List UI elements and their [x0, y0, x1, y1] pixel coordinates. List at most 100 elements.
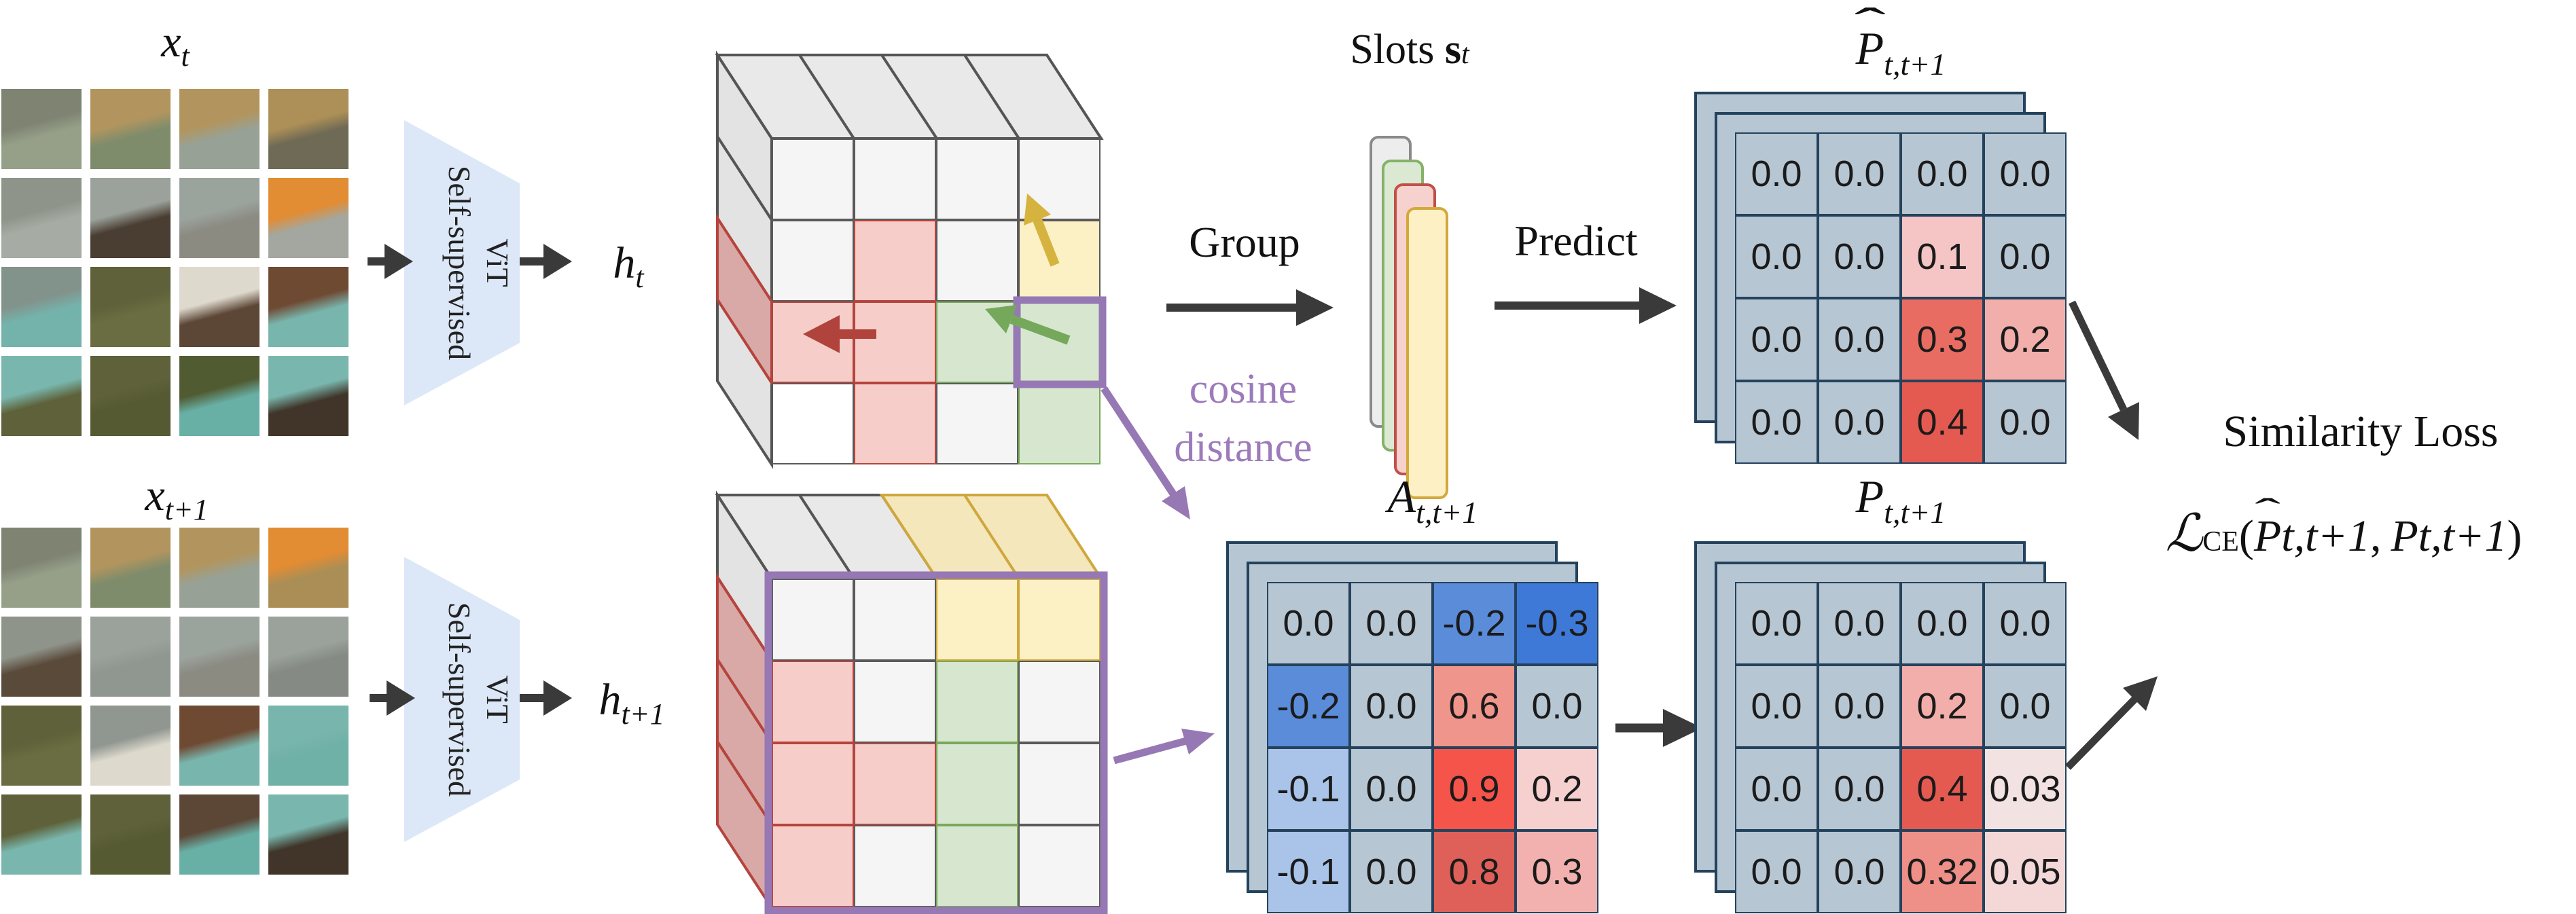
matrix-cell: 0.2 — [1901, 665, 1984, 748]
cube-patch-cell — [936, 825, 1018, 907]
cube-patch-cell — [936, 383, 1018, 464]
matrix-cell: 0.0 — [1818, 381, 1901, 464]
phat-to-loss-arrow — [2069, 300, 2139, 440]
photo-patch — [90, 178, 171, 258]
cube-patch-cell — [936, 661, 1018, 743]
matrix-cell: 0.0 — [1735, 665, 1818, 748]
photo-patch — [268, 706, 348, 786]
photo-patch — [90, 706, 171, 786]
matrix-cell: 0.03 — [1984, 748, 2067, 830]
cube-patch-cell — [772, 825, 854, 907]
matrix-cell: 0.0 — [1735, 830, 1818, 913]
formula-p-hat: P — [2253, 511, 2282, 561]
matrix-cell: 0.0 — [1350, 830, 1433, 913]
image-to-vit-arrow-t1 — [370, 680, 415, 716]
matrix-cell: 0.4 — [1901, 748, 1984, 830]
photo-patch — [1, 528, 82, 608]
hat-accent: ˆ — [2255, 491, 2280, 532]
matrix-cell: 0.0 — [1516, 665, 1598, 748]
slots-s-symbol: s — [1444, 26, 1462, 73]
cube-patch-cell — [772, 301, 854, 383]
photo-patch — [179, 356, 260, 436]
cube-patch-cell — [854, 139, 936, 220]
matrix-cell: 0.0 — [1735, 215, 1818, 298]
cube-t1-to-a-arrow — [1113, 729, 1215, 765]
photo-patch — [90, 794, 171, 875]
a-subscript: t,t+1 — [1416, 495, 1478, 530]
vit-label-line1-t: Self-supervised — [442, 166, 477, 360]
loss-ce-subscript: CE — [2202, 526, 2239, 557]
slot-yellow — [1406, 207, 1448, 499]
photo-patch — [1, 356, 82, 436]
cube-patch-cell — [854, 825, 936, 907]
vit-to-h-arrow-t1 — [520, 680, 572, 716]
cube-patch-cell — [1018, 743, 1101, 825]
formula-p-sub: t,t+1 — [2418, 511, 2507, 561]
cube-patch-cell — [936, 579, 1018, 661]
photo-patch — [268, 89, 348, 169]
matrix-cell: 0.0 — [1350, 582, 1433, 665]
cube-patch-cell — [772, 661, 854, 743]
matrix-cell: 0.0 — [1735, 298, 1818, 381]
cube-patch-cell — [1018, 220, 1101, 301]
matrix-cell: 0.05 — [1984, 830, 2067, 913]
matrix-cell: 0.8 — [1433, 830, 1516, 913]
red-motion-arrow — [803, 315, 876, 353]
photo-patch — [90, 617, 171, 697]
flow-arrows — [368, 244, 2158, 770]
cosine-distance-label: cosine distance — [1128, 360, 1359, 477]
feature-cube-t1 — [772, 579, 1101, 907]
p-hat-subscript: t,t+1 — [1884, 47, 1946, 81]
h-symbol: h — [598, 675, 622, 725]
photo-patch — [1, 267, 82, 347]
matrix-cell: 0.0 — [1735, 381, 1818, 464]
photo-patch — [90, 528, 171, 608]
x-subscript: t+1 — [164, 493, 209, 526]
group-arrow — [1166, 289, 1334, 326]
predict-arrow — [1495, 287, 1677, 324]
cube-patch-cell — [854, 579, 936, 661]
matrix-cell: 0.1 — [1901, 215, 1984, 298]
matrix-cell: 0.0 — [1818, 132, 1901, 215]
photo-patch — [268, 528, 348, 608]
matrix-cell: 0.9 — [1433, 748, 1516, 830]
vit-label-line1-t1: Self-supervised — [442, 602, 477, 797]
matrix-cell: 0.2 — [1984, 298, 2067, 381]
photo-patch — [1, 706, 82, 786]
slots-label: Slots st — [1311, 26, 1508, 74]
cube-patch-cell — [1018, 661, 1101, 743]
x-subscript: t — [181, 39, 190, 73]
cube-patch-cell — [854, 220, 936, 301]
group-label: Group — [1189, 218, 1300, 266]
matrix-cell: 0.0 — [1735, 132, 1818, 215]
matrix-cell: 0.0 — [1818, 582, 1901, 665]
photo-patch — [268, 356, 348, 436]
matrix-cell: 0.3 — [1901, 298, 1984, 381]
vit-trapezoid-t1 — [404, 557, 520, 842]
p-subscript: t,t+1 — [1884, 495, 1946, 530]
selected-patch-outline — [1013, 296, 1107, 388]
features-label-t: ht — [581, 238, 676, 295]
formula-p-hat-sub: t,t+1 — [2281, 511, 2370, 561]
p-title: Pt,t+1 — [1735, 470, 2067, 530]
a-symbol: A — [1387, 471, 1416, 522]
p-hat-symbol: P — [1855, 22, 1884, 74]
photo-patch — [268, 267, 348, 347]
comma: , — [2369, 511, 2382, 561]
matrix-cell: -0.1 — [1267, 748, 1350, 830]
photo-patch — [179, 528, 260, 608]
matrix-cell: -0.2 — [1267, 665, 1350, 748]
matrix-cell: 0.0 — [1818, 298, 1901, 381]
similarity-loss-label: Similarity Loss — [2223, 407, 2499, 456]
h-symbol: h — [613, 238, 636, 288]
matrix-cell: 0.0 — [1735, 748, 1818, 830]
photo-patch — [90, 89, 171, 169]
yellow-motion-arrow — [1024, 194, 1060, 267]
